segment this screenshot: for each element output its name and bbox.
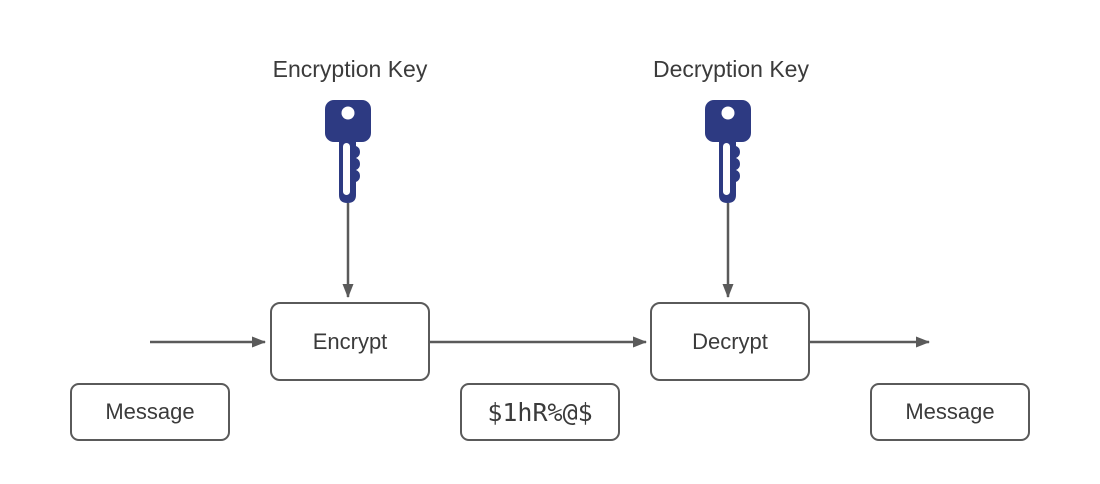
ciphertext-box: $1hR%@$ (460, 383, 620, 441)
decrypt-box-label: Decrypt (692, 328, 768, 354)
encryption-key-label: Encryption Key (272, 56, 428, 82)
message-input-box: Message (70, 383, 230, 441)
key-icon (705, 100, 751, 203)
encrypt-box-label: Encrypt (312, 328, 388, 354)
decryption-key-label: Decryption Key (653, 56, 809, 82)
message-input-label: Message (105, 399, 195, 424)
message-output-label: Message (905, 399, 995, 424)
ciphertext-label: $1hR%@$ (487, 397, 593, 427)
message-output-box: Message (870, 383, 1030, 441)
encrypt-box: Encrypt (270, 302, 430, 381)
decrypt-box: Decrypt (650, 302, 810, 381)
key-icon (325, 100, 371, 203)
